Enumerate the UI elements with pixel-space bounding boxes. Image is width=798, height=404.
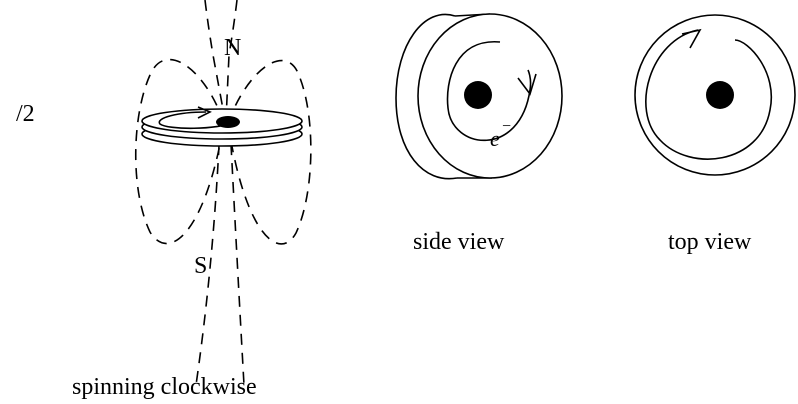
side-view-caption: side view [413,229,505,255]
north-pole-label: N [224,35,241,61]
side-view-rotation-arrow [446,41,532,142]
electron-label: e [490,126,500,151]
arrowhead-icon [681,28,702,49]
side-view-rim [395,13,458,180]
top-view-outer-circle [634,14,796,176]
arrowhead-icon [197,106,212,119]
electron-charge-label: − [502,118,511,135]
top-view-rotation-arrow [645,29,773,160]
spinning-disk [141,108,303,147]
arrowhead-icon [517,73,537,96]
top-view-electron-icon [706,81,734,109]
spin-caption: spinning clockwise [72,374,257,400]
electron-spot-icon [216,116,240,128]
top-view-figure [634,14,796,176]
south-pole-label: S [194,253,207,279]
top-view-caption: top view [668,229,752,255]
fraction-label: /2 [16,101,35,127]
magnetic-field-lines [134,0,312,386]
rotation-arrow [158,111,235,130]
side-view-electron-icon [464,81,492,109]
